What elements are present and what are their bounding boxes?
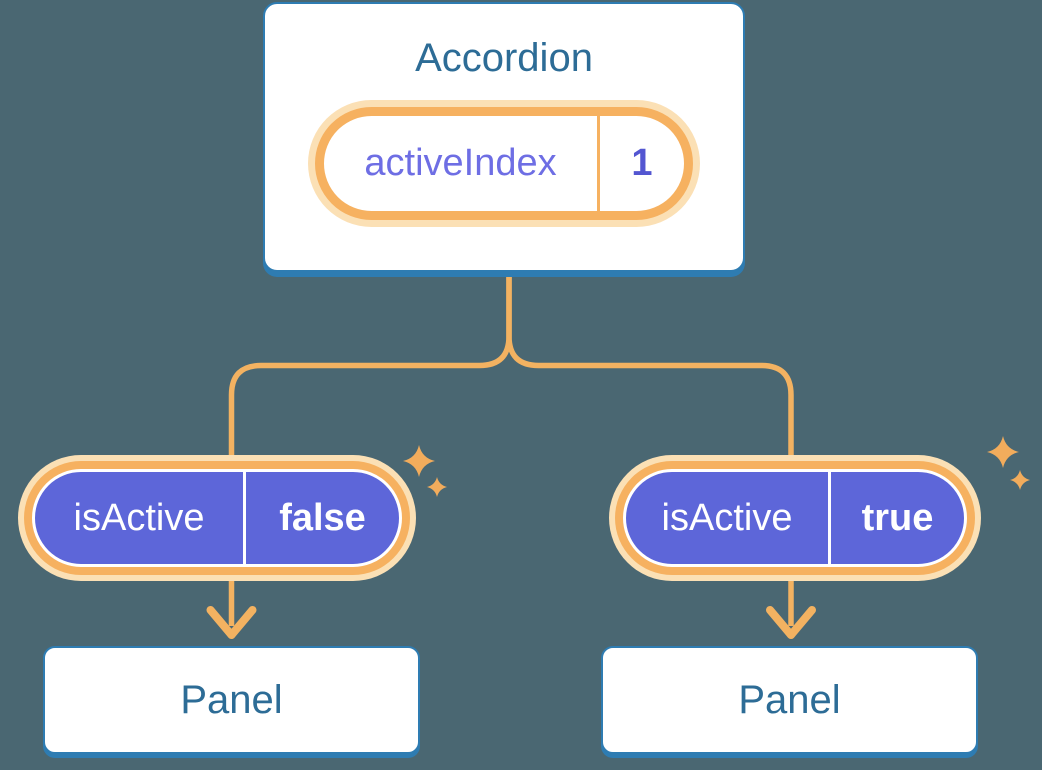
panel-title: Panel <box>738 677 841 722</box>
state-name-label: activeIndex <box>364 142 557 184</box>
arrow-down-icon <box>206 606 257 639</box>
pill-divider <box>828 472 831 564</box>
pill-body: isActive false <box>32 469 402 567</box>
prop-name-label: isActive <box>73 496 205 539</box>
state-pill-glow: activeIndex 1 <box>308 100 700 227</box>
pill-divider <box>597 116 600 211</box>
sparkle-icon <box>403 445 447 497</box>
isactive-pill-right: isActive true <box>609 455 981 581</box>
sparkle-icon <box>987 436 1030 490</box>
pill-divider <box>243 472 246 564</box>
pill-body: isActive true <box>623 469 967 567</box>
panel-card-left: Panel <box>43 646 420 754</box>
panel-title: Panel <box>180 677 283 722</box>
connector-right-branch <box>506 277 794 626</box>
state-pill: activeIndex 1 <box>315 107 693 220</box>
pill-ring: isActive false <box>24 461 410 575</box>
accordion-card: Accordion activeIndex 1 <box>263 2 745 272</box>
connector-left-branch <box>228 277 512 626</box>
panel-card-right: Panel <box>601 646 978 754</box>
isactive-pill-left: isActive false <box>18 455 416 581</box>
accordion-title: Accordion <box>415 36 593 80</box>
prop-name-label: isActive <box>661 496 793 539</box>
arrow-down-icon <box>766 606 816 639</box>
prop-value: true <box>861 496 934 539</box>
prop-value: false <box>279 496 366 539</box>
pill-ring: isActive true <box>615 461 975 575</box>
state-value: 1 <box>631 142 653 184</box>
